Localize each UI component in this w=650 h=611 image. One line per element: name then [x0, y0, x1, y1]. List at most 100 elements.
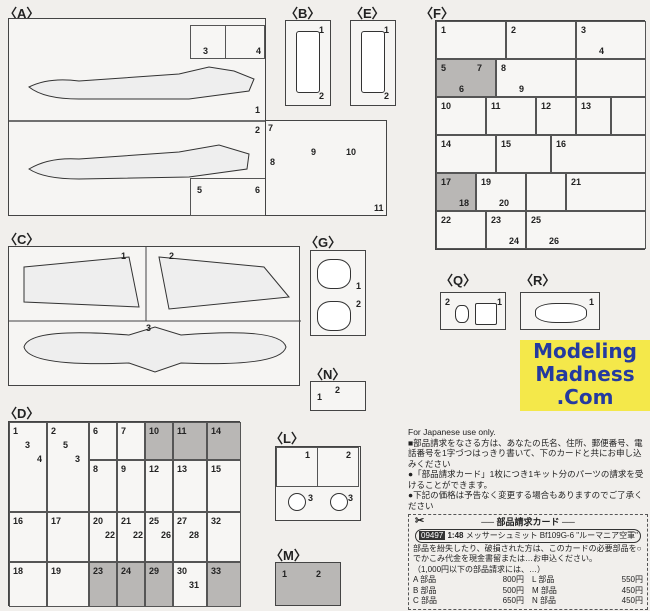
- part-number: 10: [149, 426, 160, 436]
- price-value: 550円: [621, 575, 643, 584]
- part-number: 3: [146, 323, 152, 333]
- card-note: （1,000円以下の部品請求には、…）: [413, 564, 546, 574]
- part-cell: 23: [89, 562, 117, 607]
- sprue-a-small-parts: 7 8 9 10 11: [265, 120, 387, 216]
- sprue-q-label: 〈Q〉: [440, 273, 477, 288]
- part-number: 6: [459, 84, 465, 94]
- part-number: 15: [211, 464, 222, 474]
- part-number: 22: [105, 530, 116, 540]
- part-number: 7: [268, 123, 274, 133]
- order-card: ✂ ── 部品請求カード ── 09497 1:48 メッサーシュミット Bf1…: [408, 514, 648, 610]
- part-number: 9: [121, 464, 127, 474]
- part-number: 23: [93, 566, 104, 576]
- part-cell: 22: [436, 211, 486, 249]
- wing-drawing: [9, 247, 301, 373]
- part-cell: 21: [566, 173, 646, 211]
- part-number: 26: [161, 530, 172, 540]
- part-cell: 6: [89, 422, 117, 460]
- part-cell: 11: [173, 422, 207, 460]
- part-number: 3: [75, 454, 81, 464]
- part-number: 3: [581, 25, 587, 35]
- part-number: 9: [519, 84, 525, 94]
- sprue-f-label: 〈F〉: [420, 6, 454, 21]
- part-number: 24: [121, 566, 132, 576]
- part-number: 2: [445, 297, 451, 307]
- price-part: N 部品: [532, 596, 556, 605]
- part-cell: 7: [117, 422, 145, 460]
- part-number: 1: [319, 25, 325, 35]
- part-cell: [611, 97, 646, 135]
- part-number: 2: [335, 385, 341, 395]
- part-number: 19: [51, 566, 62, 576]
- part-number: 12: [541, 101, 552, 111]
- kit-scale: 1:48: [447, 530, 464, 540]
- sprue-l-label: 〈L〉: [270, 431, 304, 446]
- part-number: 30: [177, 566, 188, 576]
- part-number: 24: [509, 236, 520, 246]
- part-number: 10: [441, 101, 452, 111]
- part-cell: 17: [47, 512, 89, 562]
- part-number: 19: [481, 177, 492, 187]
- part-cell: 12: [145, 460, 173, 512]
- part-number: 18: [459, 198, 470, 208]
- part-cell: 14: [436, 135, 496, 173]
- sprue-b-label: 〈B〉: [285, 6, 321, 21]
- fuselage-drawing: [9, 66, 267, 180]
- part-number: 29: [149, 566, 160, 576]
- part-number: 3: [203, 46, 209, 56]
- price-part: C 部品: [413, 596, 437, 605]
- part-cell: 2: [506, 21, 576, 59]
- part-cell: 4: [225, 25, 265, 59]
- card-body: 部品を紛失したり、破損された方は、このカードの必要部品を○でかこみ代金を現金書留…: [413, 543, 642, 564]
- part-cell: 1: [436, 21, 506, 59]
- part-number: 14: [441, 139, 452, 149]
- price-part: L 部品: [532, 575, 555, 584]
- part-number: 3: [25, 440, 31, 450]
- notice-line-2: ●「部品請求カード」1枚につき1キット分のパーツの請求を受けることができます。: [408, 469, 644, 490]
- sprue-l-frame: 1 2 3 3: [275, 446, 361, 521]
- part-number: 18: [13, 566, 24, 576]
- part-cell: 8: [89, 460, 117, 512]
- part-cell: 10: [436, 97, 486, 135]
- part-cell: 9: [117, 460, 145, 512]
- part-number: 2: [169, 251, 175, 261]
- part-number: 8: [501, 63, 507, 73]
- part-number: 20: [93, 516, 104, 526]
- part-number: 23: [491, 215, 502, 225]
- part-number: 2: [51, 426, 57, 436]
- part-number: 1: [356, 281, 362, 291]
- part-number: 4: [599, 46, 605, 56]
- notice-line-3: ●下記の価格は予告なく変更する場合もありますのでご了承ください: [408, 490, 643, 511]
- part-number: 16: [13, 516, 24, 526]
- part-cell: 24: [117, 562, 145, 607]
- sprue-n-label: 〈N〉: [310, 367, 346, 382]
- part-cell: 32: [207, 512, 241, 562]
- part-number: 21: [571, 177, 582, 187]
- part-cell: 23 24: [486, 211, 526, 249]
- part-cell: 33: [207, 562, 241, 607]
- part-number: 4: [37, 454, 43, 464]
- part-number: 6: [255, 185, 261, 195]
- part-number: 11: [374, 203, 384, 213]
- part-number: 2: [255, 125, 261, 135]
- part-number: 13: [581, 101, 592, 111]
- part-cell: 3: [190, 25, 226, 59]
- notice-line-1: ■部品請求をなさる方は、あなたの氏名、住所、郵便番号、電話番号を1字づつはっきり…: [408, 437, 643, 469]
- part-cell: 13: [173, 460, 207, 512]
- part-number: 2: [316, 569, 322, 579]
- part-cell: 10: [145, 422, 173, 460]
- price-part: A 部品: [413, 575, 437, 584]
